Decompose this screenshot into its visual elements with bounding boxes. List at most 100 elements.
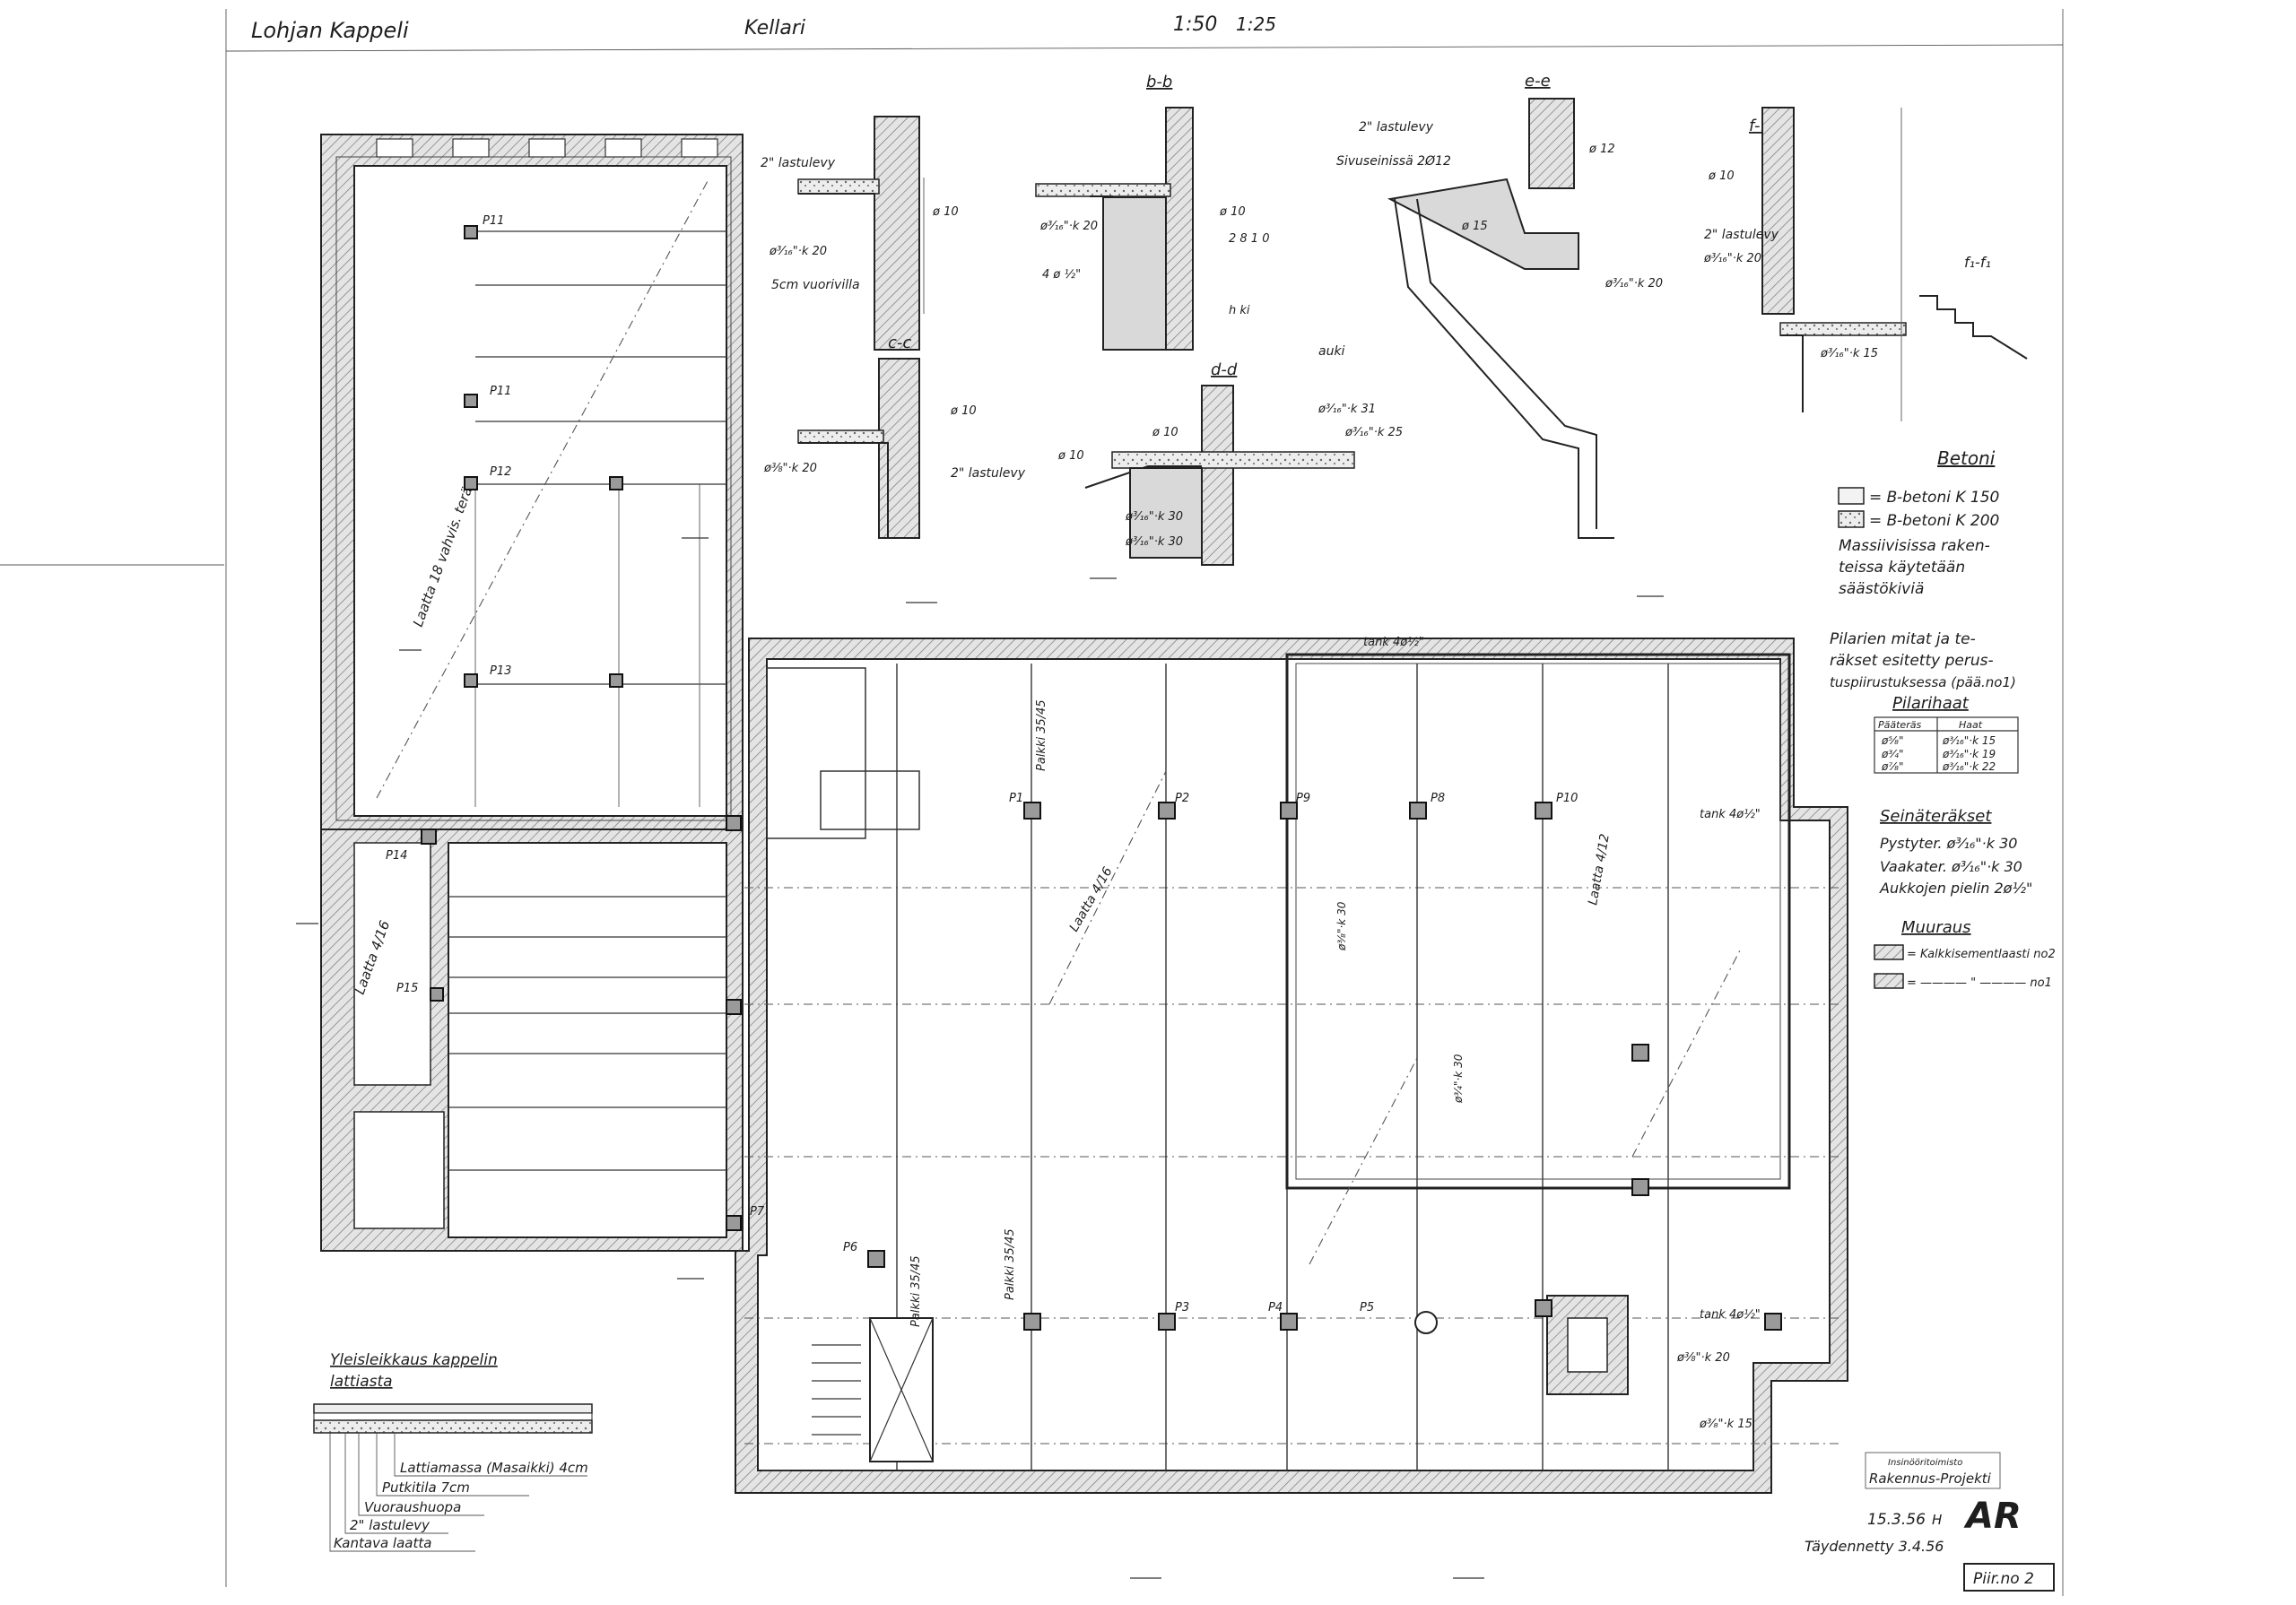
seinateraksot-legend: Seinäteräkset Pystyter. ø³⁄₁₆"·k 30 Vaak…	[1879, 807, 2032, 897]
seinater-aukko: Aukkojen pielin 2ø½"	[1879, 880, 2032, 897]
palkki-3: Palkki 35/45	[909, 1255, 923, 1327]
section-c-c: c-c 2" lastulevy ø 10 ø⅜"·k 20	[763, 334, 1026, 539]
pilarit-line-3: tuspiirustuksessa (pää.no1)	[1830, 674, 2016, 690]
legend-note-2: teissa käytetään	[1839, 559, 1965, 577]
note-lastulevy-f: 2" lastulevy	[1704, 228, 1779, 242]
pilarihaat-heading: Pilarihaat	[1892, 694, 1970, 713]
col-p7: P7	[750, 1205, 765, 1219]
legend-note-1: Massiivisissa raken-	[1839, 537, 1990, 555]
stamp-drawing-no: Piir.no 2	[1973, 1570, 2034, 1588]
stamp-firm: Rakennus-Projekti	[1869, 1471, 1992, 1487]
stamp-date: 15.3.56	[1867, 1511, 1926, 1529]
col-p3: P3	[1175, 1301, 1189, 1314]
floor-section-heading-2: lattiasta	[330, 1373, 393, 1391]
muuraus-item-2: = ———— " ———— no1	[1907, 976, 2052, 990]
svg-text:ø 10: ø 10	[1057, 449, 1084, 463]
plan-column-labels: P11 P11 P12 P13 P14 P15 P1 P2 P3 P4 P5 P…	[386, 214, 1578, 1314]
section-e-e-label: e-e	[1525, 72, 1551, 91]
svg-text:ø 10: ø 10	[950, 404, 977, 418]
palkki-2: Palkki 35/45	[1004, 1228, 1017, 1300]
pilarihaat-r1c1: ø⁵⁄₈"	[1881, 734, 1904, 747]
pilarihaat-r2c2: ø³⁄₁₆"·k 19	[1942, 748, 1996, 760]
project-title: Lohjan Kappeli	[251, 18, 409, 43]
title-block: Lohjan Kappeli Kellari 1:50 1:25	[251, 13, 1276, 43]
rebar-1: ø³⁄₄"·k 30	[1452, 1054, 1465, 1104]
scale-secondary: 1:25	[1236, 13, 1276, 35]
col-p12: P12	[490, 465, 511, 479]
pilarit-line-1: Pilarien mitat ja te-	[1830, 630, 1976, 648]
note-auki: auki	[1318, 344, 1345, 359]
seinater-heading: Seinäteräkset	[1880, 807, 1992, 826]
tank-3: tank 4ø½"	[1700, 1308, 1761, 1322]
muuraus-legend: Muuraus = Kalkkisementlaasti no2 = ———— …	[1874, 918, 2056, 990]
svg-text:ø 10: ø 10	[1708, 169, 1735, 183]
pilarihaat-r3c1: ø⁷⁄₈"	[1881, 760, 1904, 773]
col-p9: P9	[1296, 792, 1310, 805]
svg-text:ø 10: ø 10	[1152, 426, 1178, 439]
col-p8: P8	[1431, 792, 1445, 805]
section-b-b-label: b-b	[1146, 73, 1172, 91]
floor-layer-5: Kantava laatta	[334, 1535, 431, 1551]
svg-text:ø⅜"·k 20: ø⅜"·k 20	[763, 462, 817, 475]
legend-betoni: Betoni = B-betoni K 150 = B-betoni K 200…	[1838, 447, 1999, 598]
section-b-b: b-b ø 10 ø³⁄₁₆"·k 20 2 8 1 0 4 ø ½" h ki	[1035, 73, 1269, 351]
tank-1: tank 4ø½"	[1363, 636, 1424, 649]
legend-b150: = B-betoni K 150	[1869, 489, 1999, 507]
svg-text:ø³⁄₁₆"·k 20: ø³⁄₁₆"·k 20	[769, 245, 827, 258]
floor-section-heading-1: Yleisleikkaus kappelin	[330, 1351, 498, 1369]
pilarihaat-col-1: Pääteräs	[1878, 719, 1921, 731]
pilarihaat-col-2: Haat	[1959, 719, 1983, 731]
col-p4: P4	[1268, 1301, 1283, 1314]
svg-text:ø 10: ø 10	[932, 205, 959, 219]
floor-layer-3: Vuoraushuopa	[364, 1499, 461, 1515]
rebar-3: ø⅜"·k 20	[1676, 1351, 1730, 1365]
floor-layer-2: Putkitila 7cm	[382, 1479, 470, 1496]
section-a-a: a-a 2" lastulevy 5cm vuorivilla ø 10 ø³⁄…	[761, 116, 959, 351]
muuraus-heading: Muuraus	[1901, 918, 1971, 937]
floor-layer-1: Lattiamassa (Masaikki) 4cm	[400, 1460, 588, 1476]
note-lastulevy-c: 2" lastulevy	[951, 466, 1026, 481]
svg-text:ø³⁄₁₆"·k 20: ø³⁄₁₆"·k 20	[1605, 277, 1663, 291]
svg-text:ø³⁄₁₆"·k 31: ø³⁄₁₆"·k 31	[1318, 403, 1376, 416]
col-p2: P2	[1175, 792, 1189, 805]
col-p15: P15	[396, 982, 418, 995]
seinater-vaaka: Vaakater. ø³⁄₁₆"·k 30	[1880, 858, 2022, 875]
svg-text:ø³⁄₁₆"·k 30: ø³⁄₁₆"·k 30	[1125, 510, 1183, 524]
section-f1-f1-label: f₁-f₁	[1964, 254, 1991, 271]
pilarihaat-r3c2: ø³⁄₁₆"·k 22	[1942, 760, 1996, 773]
palkki-1: Palkki 35/45	[1035, 699, 1048, 771]
plan-main-basement	[735, 638, 1848, 1494]
col-p10: P10	[1556, 792, 1578, 805]
col-p11: P11	[483, 214, 504, 228]
scale-primary: 1:50	[1173, 13, 1217, 36]
svg-text:ø³⁄₁₆"·k 25: ø³⁄₁₆"·k 25	[1344, 426, 1403, 439]
svg-text:ø 15: ø 15	[1461, 220, 1488, 233]
section-cut-marks	[296, 537, 1664, 1579]
legend-b200: = B-betoni K 200	[1869, 512, 1999, 530]
floor-layer-4: 2" lastulevy	[350, 1517, 430, 1533]
plan-left-strip: Laatta 4/16	[320, 829, 744, 1252]
svg-text:h ki: h ki	[1229, 304, 1250, 317]
section-d-d-label: d-d	[1211, 360, 1238, 379]
rebar-4: ø³⁄₈"·k 15	[1699, 1418, 1752, 1431]
pilarit-line-2: räkset esitetty perus-	[1830, 652, 1994, 670]
pilarihaat-r1c2: ø³⁄₁₆"·k 15	[1942, 734, 1996, 747]
section-e-e: e-e 2" lastulevy Sivuseinissä 2Ø12 auki …	[1318, 72, 1663, 539]
svg-text:ø 12: ø 12	[1588, 143, 1615, 156]
sheet-frame	[0, 9, 2064, 1596]
note-sivuseinissa: Sivuseinissä 2Ø12	[1336, 154, 1451, 169]
pilarihaat-table: Pilarihaat Pääteräs Haat ø⁵⁄₈" ø³⁄₁₆"·k …	[1874, 694, 2019, 774]
section-f-f: f-f 2" lastulevy ø 10 ø³⁄₁₆"·k 20 ø³⁄₁₆"…	[1703, 107, 2028, 421]
col-p13: P13	[490, 664, 511, 678]
note-vuorivilla: 5cm vuorivilla	[771, 278, 860, 292]
stamp-office: Insinööritoimisto	[1888, 1458, 1962, 1468]
note-lastulevy-e: 2" lastulevy	[1359, 120, 1434, 134]
tank-2: tank 4ø½"	[1700, 808, 1761, 821]
svg-text:ø³⁄₁₆"·k 20: ø³⁄₁₆"·k 20	[1039, 220, 1098, 233]
note-lastulevy-a: 2" lastulevy	[761, 156, 836, 170]
col-p11b: P11	[490, 385, 511, 398]
svg-text:4 ø ½": 4 ø ½"	[1042, 268, 1081, 282]
stamp-signature: AR	[1963, 1496, 2022, 1537]
pilarihaat-r2c1: ø³⁄₄"	[1881, 748, 1904, 760]
stamp-initials: H	[1932, 1512, 1942, 1528]
